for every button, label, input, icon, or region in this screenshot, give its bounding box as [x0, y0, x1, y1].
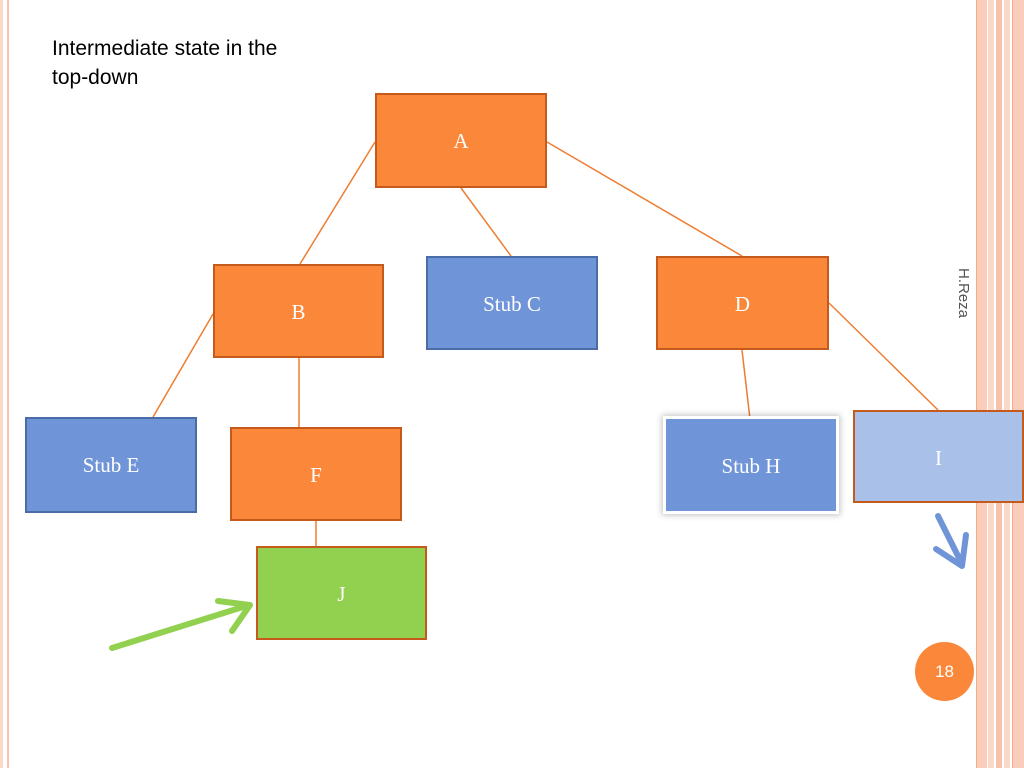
node-b: B — [213, 264, 384, 358]
node-f-label: F — [310, 463, 322, 487]
node-stub-h-label: Stub H — [721, 454, 781, 478]
node-d-label: D — [734, 292, 751, 316]
node-d: D — [656, 256, 829, 350]
node-i-label: I — [935, 446, 942, 470]
page-number-badge: 18 — [915, 642, 974, 701]
node-stub-e: Stub E — [25, 417, 197, 513]
node-i: I — [853, 410, 1024, 503]
arrow-down-right-icon — [933, 513, 969, 569]
edge-a-stub-c — [460, 187, 512, 257]
node-j-label: J — [337, 582, 346, 606]
node-a: A — [375, 93, 547, 188]
left-border-stripe-inner — [7, 0, 9, 768]
right-border-stripe-5 — [1012, 0, 1024, 768]
left-border-stripe — [0, 0, 3, 768]
node-stub-e-label: Stub E — [82, 453, 140, 477]
edge-a-d — [546, 141, 743, 257]
edge-b-stub-e — [152, 313, 214, 418]
slide-title: Intermediate state in the top-down — [52, 37, 278, 89]
right-border-stripe-2 — [988, 0, 994, 768]
node-f: F — [230, 427, 402, 521]
edge-d-i — [828, 302, 939, 411]
node-b-label: B — [291, 300, 306, 324]
author-credit: H.Reza — [955, 268, 972, 319]
node-stub-c: Stub C — [426, 256, 598, 350]
node-a-label: A — [453, 129, 469, 153]
right-border-stripe-1 — [976, 0, 987, 768]
edge-a-b — [299, 141, 376, 265]
edge-d-stub-h — [741, 349, 751, 420]
node-j: J — [256, 546, 427, 640]
node-stub-h: Stub H — [666, 419, 836, 511]
node-stub-c-label: Stub C — [483, 292, 541, 316]
right-border-stripe-3 — [996, 0, 1002, 768]
arrow-up-right-icon — [109, 598, 253, 651]
right-border-stripe-4 — [1004, 0, 1010, 768]
